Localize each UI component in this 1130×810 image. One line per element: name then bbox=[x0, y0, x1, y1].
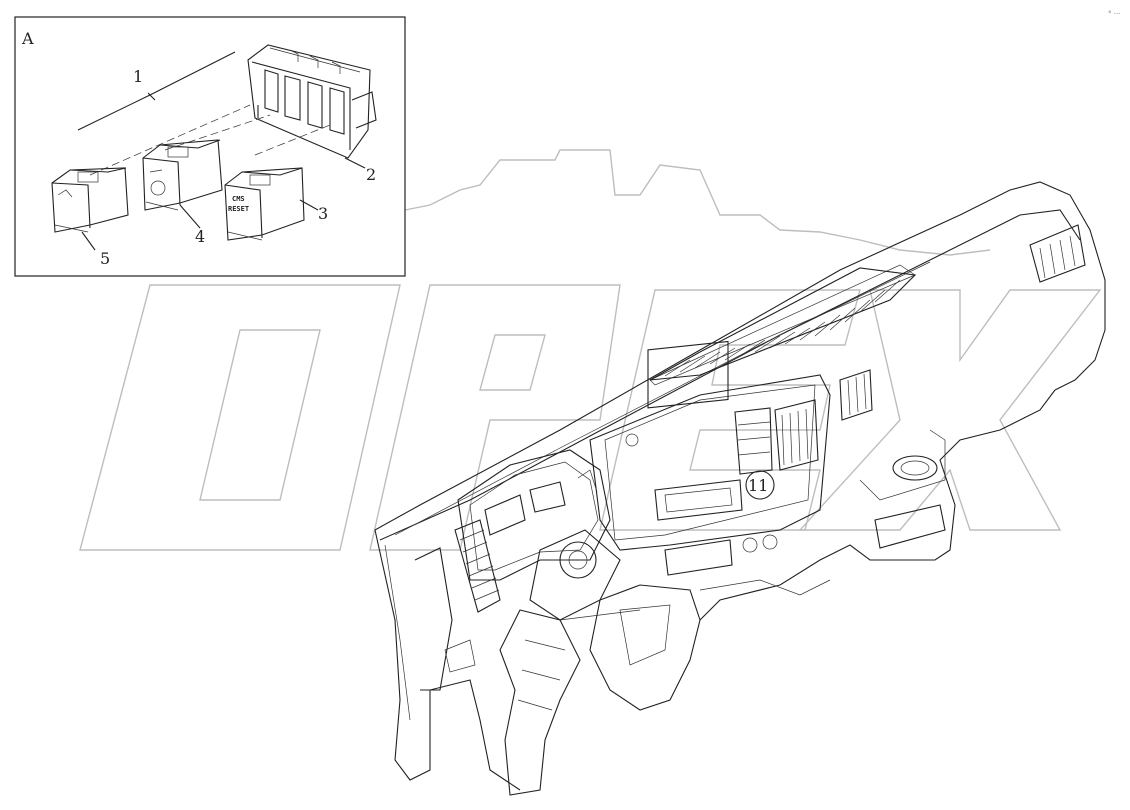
detail-label: A bbox=[21, 29, 34, 48]
callout-5: 5 bbox=[100, 249, 110, 268]
assembly-lines bbox=[89, 104, 331, 176]
switch-4: 4 bbox=[142, 139, 223, 246]
callout-11: 11 bbox=[748, 476, 768, 495]
radio-unit bbox=[654, 479, 743, 521]
steering-column bbox=[499, 529, 621, 796]
watermark-letter-p bbox=[369, 284, 621, 551]
callout-1-bracket: 1 bbox=[77, 51, 236, 131]
switch-3-label-line1: CMS bbox=[232, 195, 245, 203]
side-vent-right bbox=[839, 369, 873, 421]
switch-3: CMS RESET 3 bbox=[224, 167, 328, 241]
left-vent bbox=[454, 519, 501, 613]
cup-holder bbox=[892, 455, 938, 481]
center-vent bbox=[774, 399, 819, 471]
watermark-letter-x bbox=[798, 289, 1102, 531]
corner-mark: ° ··· bbox=[1108, 10, 1120, 18]
top-vent-grille bbox=[649, 267, 917, 381]
callout-2: 2 bbox=[366, 165, 376, 184]
switch-panel bbox=[734, 407, 773, 475]
center-stack: 11 bbox=[589, 340, 831, 576]
switch-5: 5 bbox=[51, 167, 129, 268]
watermark: ° ··· bbox=[79, 10, 1120, 551]
dashboard-top-outline bbox=[374, 181, 1106, 531]
storage-tray bbox=[874, 504, 946, 549]
callout-4: 4 bbox=[195, 227, 205, 246]
callout-11-circle bbox=[745, 470, 775, 500]
instrument-cluster bbox=[457, 449, 611, 581]
callout-1: 1 bbox=[133, 67, 143, 86]
center-display bbox=[647, 340, 729, 409]
dashboard-assembly: 11 bbox=[374, 181, 1106, 796]
right-corner-vent bbox=[1029, 224, 1086, 283]
detail-view-a: A 1 2 bbox=[14, 16, 406, 277]
callout-3: 3 bbox=[318, 204, 328, 223]
switch-housing-frame: 2 bbox=[247, 44, 377, 184]
watermark-letter-o bbox=[79, 284, 401, 551]
watermark-gear-icon bbox=[404, 149, 991, 256]
detail-frame bbox=[14, 16, 406, 277]
left-lower-structure bbox=[374, 529, 521, 791]
switch-3-label-line2: RESET bbox=[228, 205, 249, 213]
